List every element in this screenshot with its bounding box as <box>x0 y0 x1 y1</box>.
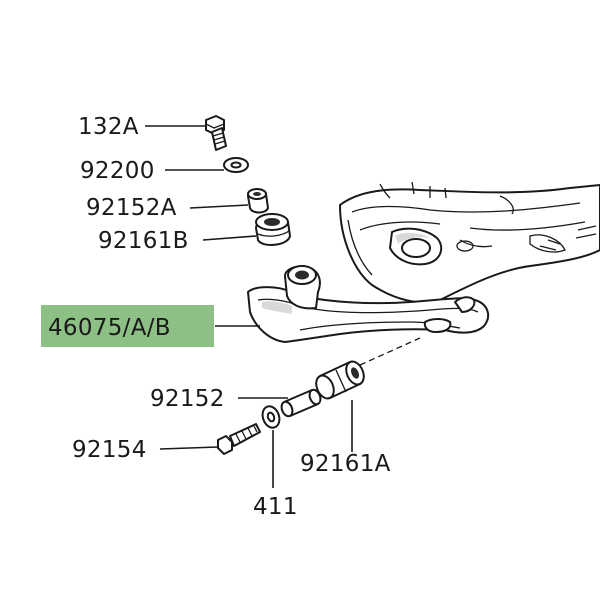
frame-section <box>339 181 600 304</box>
label-92161b: 92161B <box>98 228 189 254</box>
label-highlight <box>41 305 214 347</box>
washer-92200 <box>223 157 249 173</box>
label-92154: 92154 <box>72 437 147 463</box>
grommet-92161b <box>255 213 291 246</box>
leader-lines <box>145 125 353 488</box>
part-labels: 132A 92200 92152A 92161B 46075/A/B 92152… <box>48 114 391 520</box>
bracket-part <box>247 265 490 343</box>
collar-92152 <box>280 388 322 418</box>
label-132a: 132A <box>78 114 139 140</box>
label-92200: 92200 <box>80 158 155 184</box>
label-92152a: 92152A <box>86 195 177 221</box>
bolt-132a <box>205 115 227 151</box>
bolt-92154 <box>217 423 261 455</box>
centerline <box>359 337 421 366</box>
label-92152: 92152 <box>150 386 225 412</box>
label-411: 411 <box>253 494 298 520</box>
grommet-92161a <box>315 360 365 400</box>
collar-92152a <box>247 188 269 214</box>
washer-411 <box>261 405 281 429</box>
label-46075: 46075/A/B <box>48 315 171 341</box>
label-92161a: 92161A <box>300 451 391 477</box>
